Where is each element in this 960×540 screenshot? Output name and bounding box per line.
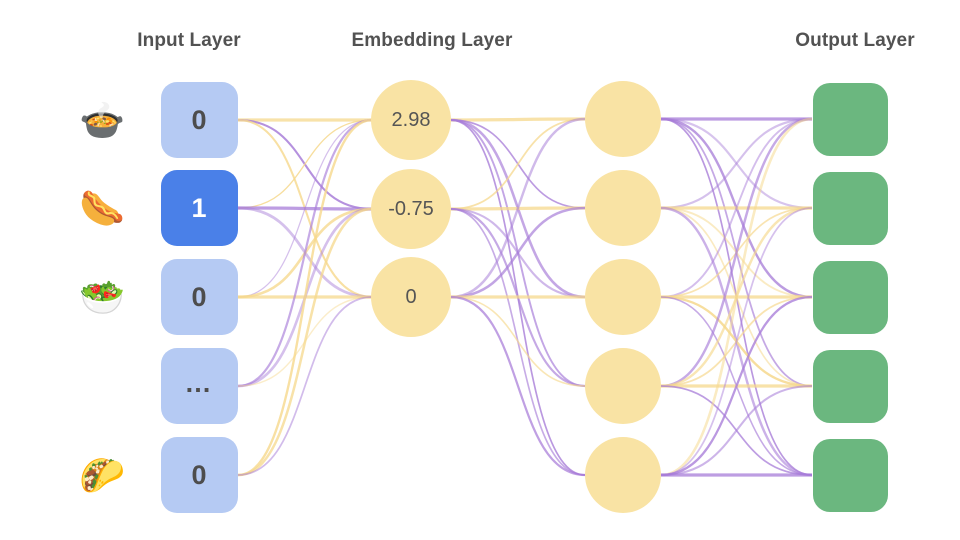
connection-edge (450, 207, 586, 388)
connection-edge (660, 206, 813, 388)
connection-edge (237, 207, 373, 388)
connection-edge (660, 118, 813, 387)
hidden-node-2[interactable] (585, 170, 661, 246)
connection-edge (660, 117, 813, 388)
connection-edge (237, 207, 373, 477)
output-node-3[interactable] (812, 260, 888, 334)
meat-bowl-icon: 🍲 (78, 99, 126, 141)
connection-edge (660, 117, 813, 210)
embedding-node-3[interactable]: 0 (371, 257, 451, 337)
connection-edge (237, 207, 373, 299)
connection-edge (237, 206, 373, 211)
connection-edge (237, 118, 373, 299)
hidden-node-3[interactable] (585, 259, 661, 335)
layer-title-input-layer: Input Layer (137, 30, 241, 51)
connection-edge (450, 118, 586, 299)
connection-edge (660, 295, 813, 388)
connection-edge (450, 206, 586, 299)
embedding-node-2[interactable]: -0.75 (371, 169, 451, 249)
connection-edge (237, 118, 373, 388)
connection-edge (450, 117, 586, 122)
connection-edge (237, 118, 373, 211)
connection-edge (660, 206, 813, 477)
connection-edge (450, 119, 586, 209)
connection-edge (660, 207, 813, 298)
embedding-node-1[interactable]: 2.98 (371, 80, 451, 160)
hidden-node-1[interactable] (585, 81, 661, 157)
layer-title-output-layer: Output Layer (795, 30, 915, 51)
connection-edge (660, 118, 813, 476)
connection-edge (660, 117, 813, 477)
input-node-3[interactable]: 0 (160, 259, 238, 335)
connection-edge (450, 207, 586, 299)
salad-icon: 🥗 (78, 276, 126, 318)
connection-edge (450, 117, 586, 299)
hidden-node-5[interactable] (585, 437, 661, 513)
connection-edge (660, 207, 813, 387)
connection-edge (660, 384, 813, 477)
output-node-1[interactable] (812, 82, 888, 156)
connection-edge (450, 208, 586, 476)
connection-edge (237, 118, 373, 477)
output-node-2[interactable] (812, 171, 888, 245)
hot-dog-icon: 🌭 (78, 187, 126, 229)
connection-edge (660, 207, 813, 298)
connection-edge (660, 117, 813, 210)
output-node-4[interactable] (812, 349, 888, 423)
connection-edge (450, 206, 586, 211)
connection-edge (237, 296, 373, 476)
connection-edge (660, 295, 813, 477)
connection-edge (237, 206, 373, 299)
connection-edge (660, 117, 813, 299)
connection-edge (660, 296, 813, 387)
input-node-5[interactable]: 0 (160, 437, 238, 513)
connection-edge (237, 119, 373, 209)
output-node-5[interactable] (812, 438, 888, 512)
hidden-node-4[interactable] (585, 348, 661, 424)
connection-edge (237, 119, 373, 298)
connection-edge (450, 295, 586, 477)
connection-edge (660, 296, 813, 476)
connection-edge (450, 118, 586, 210)
connection-edge (660, 118, 813, 298)
taco-icon: 🌮 (78, 454, 126, 496)
connection-edge (450, 119, 586, 476)
layer-title-embedding-layer: Embedding Layer (351, 30, 513, 51)
connection-edge (450, 296, 586, 387)
connection-edge (450, 119, 586, 387)
connection-edge (660, 385, 813, 476)
input-node-1[interactable]: 0 (160, 82, 238, 158)
connection-edge (237, 296, 373, 387)
input-node-4[interactable]: … (160, 348, 238, 424)
input-node-2[interactable]: 1 (160, 170, 238, 246)
connection-edge (660, 207, 813, 476)
